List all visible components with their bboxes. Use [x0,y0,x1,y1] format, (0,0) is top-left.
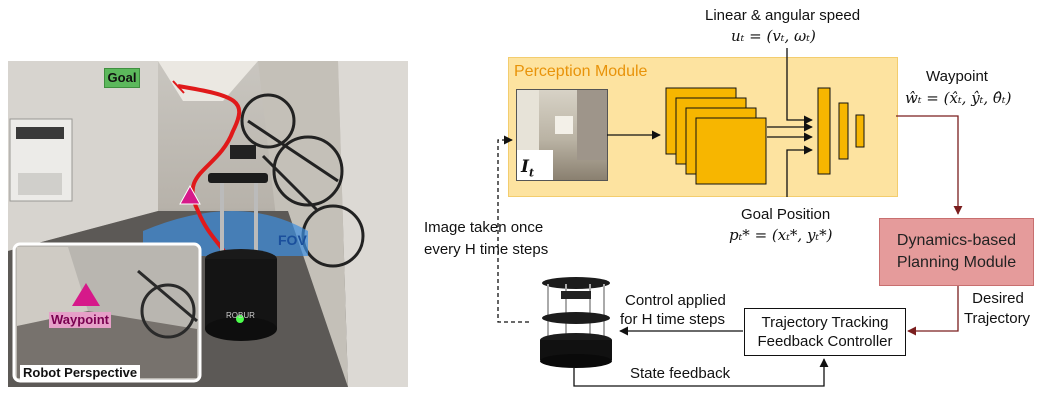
speed-input-arrow [786,48,813,125]
waypoint-output-arrow [896,115,963,215]
fov-label: FOV [278,232,307,248]
perception-module-title: Perception Module [514,63,648,80]
desired-trajectory-label-2: Trajectory [963,310,1031,327]
goal-input-arrow [786,145,813,197]
waypoint-formula: ŵₜ = (x̂ₜ, ŷₜ, θ̂ₜ) [905,89,1012,107]
desired-trajectory-label-1: Desired [972,290,1024,307]
robot-perspective-caption: Robot Perspective [20,365,141,381]
dense-layers [817,87,865,175]
planning-module-box: Dynamics-based Planning Module [879,218,1034,286]
robot-brand-text: ROBUR [226,311,255,320]
inset-waypoint-label: Waypoint [49,312,112,328]
image-capture-dashed-arrow [497,135,529,323]
robot-scene-photo: Goal FOV Waypoint Robot Perspective ROBU… [8,61,408,387]
scene-illustration [8,61,408,387]
image-taken-label-2: every H time steps [424,241,549,258]
speed-label: Linear & angular speed [705,7,861,24]
planned-path [177,84,242,262]
trajectory-tracking-controller-box: Trajectory Tracking Feedback Controller [744,308,906,356]
state-feedback-arrow [573,358,829,387]
cnn-feature-maps [665,87,767,185]
planning-module-line2: Planning Module [896,254,1017,271]
goal-label: Goal [104,68,140,88]
inset-waypoint-marker [72,283,100,306]
image-taken-label-1: Image taken once [424,219,544,236]
waypoint-marker [179,184,201,205]
tracking-line1: Trajectory Tracking [761,314,889,331]
control-applied-label-2: for H time steps [620,311,726,328]
control-applied-label-1: Control applied [625,292,726,309]
waypoint-label: Waypoint [926,68,988,85]
planning-module-line1: Dynamics-based [896,232,1017,249]
input-image-label: It [521,157,535,180]
desired-trajectory-arrow [907,285,959,336]
goal-position-formula: pₜ* = (xₜ*, yₜ*) [729,226,833,244]
tracking-line2: Feedback Controller [757,333,893,350]
state-feedback-label: State feedback [630,365,731,382]
turtlebot-robot [540,277,612,368]
speed-formula: uₜ = (vₜ, ωₜ) [731,27,816,45]
robot [205,145,277,341]
goal-position-label: Goal Position [741,206,831,223]
